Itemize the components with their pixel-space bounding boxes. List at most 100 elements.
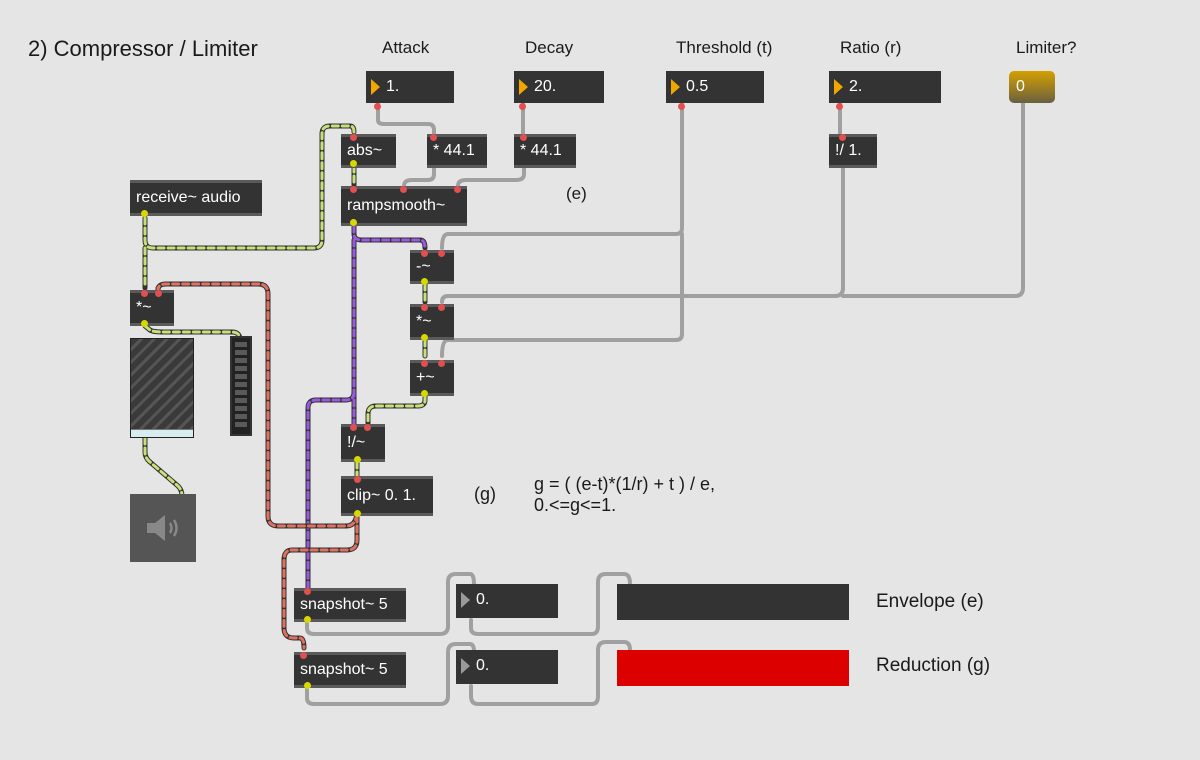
reduction-bar-fill: [617, 650, 849, 686]
times-outlet[interactable]: [421, 334, 428, 341]
decay-number[interactable]: 20.: [514, 71, 604, 103]
gain-marker: (g): [474, 484, 496, 504]
times-signal-inlet-right[interactable]: [155, 290, 162, 297]
patch-title: 2) Compressor / Limiter: [28, 36, 258, 61]
abs-inlet[interactable]: [350, 134, 357, 141]
rdiv-ratio-object[interactable]: !/ 1.: [829, 134, 877, 168]
minus-inlet-left[interactable]: [421, 250, 428, 257]
envelope-value: 0.: [476, 591, 490, 608]
decay-label: Decay: [525, 38, 574, 57]
rdiv-signal-label: !/~: [347, 434, 366, 451]
rdiv-outlet[interactable]: [354, 456, 361, 463]
dac-object[interactable]: [130, 494, 196, 562]
attack-value: 1.: [386, 78, 400, 95]
clip-object[interactable]: clip~ 0. 1.: [341, 476, 433, 516]
rdiv-inlet-left[interactable]: [350, 424, 357, 431]
limiter-label: Limiter?: [1016, 38, 1077, 57]
times-signal-outlet[interactable]: [141, 320, 148, 327]
limiter-toggle[interactable]: 0: [1009, 71, 1055, 103]
plus-label: +~: [416, 369, 435, 386]
decay-value: 20.: [534, 78, 557, 95]
formula-line-1: g = ( (e-t)*(1/r) + t ) / e,: [534, 474, 716, 494]
level-meter: [230, 336, 252, 436]
snapshot-reduction-outlet[interactable]: [304, 682, 311, 689]
snapshot-envelope-outlet[interactable]: [304, 616, 311, 623]
formula-line-2: 0.<=g<=1.: [534, 495, 617, 515]
clip-inlet[interactable]: [354, 476, 361, 483]
snapshot-reduction-label: snapshot~ 5: [300, 661, 388, 678]
abs-outlet[interactable]: [350, 160, 357, 167]
attack-number[interactable]: 1.: [366, 71, 454, 103]
ratio-label: Ratio (r): [840, 38, 902, 57]
minus-object[interactable]: -~: [410, 250, 454, 284]
rampsmooth-object[interactable]: rampsmooth~: [341, 186, 467, 226]
envelope-bar[interactable]: [617, 584, 849, 620]
plus-inlet-right[interactable]: [438, 360, 445, 367]
rdiv-ratio-label: !/ 1.: [835, 142, 862, 159]
plus-outlet[interactable]: [421, 390, 428, 397]
minus-inlet-right[interactable]: [438, 250, 445, 257]
triangle-icon: [671, 79, 680, 95]
attack-outlet[interactable]: [374, 103, 381, 110]
times-signal-inlet-left[interactable]: [141, 290, 148, 297]
ratio-outlet[interactable]: [836, 103, 843, 110]
receive-label: receive~ audio: [136, 189, 241, 206]
mul-attack-inlet[interactable]: [430, 134, 437, 141]
envelope-label: Envelope (e): [876, 591, 984, 612]
threshold-number[interactable]: 0.5: [666, 71, 764, 103]
envelope-number[interactable]: 0.: [456, 584, 558, 618]
mul-decay-inlet[interactable]: [520, 134, 527, 141]
rdiv-ratio-inlet[interactable]: [839, 134, 846, 141]
times-label: *~: [416, 313, 432, 330]
reduction-value: 0.: [476, 657, 490, 674]
clip-outlet[interactable]: [354, 510, 361, 517]
ratio-value: 2.: [849, 78, 863, 95]
control-cords: [305, 101, 1025, 706]
ratio-number[interactable]: 2.: [829, 71, 941, 103]
threshold-label: Threshold (t): [676, 38, 773, 57]
rampsmooth-label: rampsmooth~: [347, 197, 446, 214]
snapshot-reduction-inlet[interactable]: [300, 652, 307, 659]
rdiv-inlet-right[interactable]: [364, 424, 371, 431]
triangle-icon: [519, 79, 528, 95]
decay-outlet[interactable]: [519, 103, 526, 110]
snapshot-envelope-inlet[interactable]: [304, 588, 311, 595]
receive-outlet[interactable]: [141, 210, 148, 217]
mul-attack-label: * 44.1: [433, 142, 475, 159]
triangle-icon: [461, 658, 470, 674]
times-signal-label: *~: [136, 299, 152, 316]
gain-slider[interactable]: [130, 338, 194, 438]
speaker-icon: [147, 515, 178, 541]
times-object[interactable]: *~: [410, 304, 454, 340]
rampsmooth-inlet-right[interactable]: [454, 186, 461, 193]
snapshot-envelope-object[interactable]: snapshot~ 5: [294, 588, 406, 622]
rampsmooth-inlet-left[interactable]: [350, 186, 357, 193]
triangle-icon: [834, 79, 843, 95]
plus-object[interactable]: +~: [410, 360, 454, 396]
times-inlet-right[interactable]: [438, 304, 445, 311]
receive-object[interactable]: receive~ audio: [130, 180, 262, 216]
reduction-number[interactable]: 0.: [456, 650, 558, 684]
rampsmooth-inlet-mid[interactable]: [400, 186, 407, 193]
triangle-icon: [371, 79, 380, 95]
slider-knob[interactable]: [131, 429, 193, 437]
reduction-bar[interactable]: [617, 650, 849, 686]
minus-outlet[interactable]: [421, 278, 428, 285]
snapshot-reduction-object[interactable]: snapshot~ 5: [294, 652, 406, 688]
reduction-label: Reduction (g): [876, 655, 991, 676]
rampsmooth-outlet[interactable]: [350, 219, 357, 226]
plus-inlet-left[interactable]: [421, 360, 428, 367]
times-inlet-left[interactable]: [421, 304, 428, 311]
times-signal-object[interactable]: *~: [130, 290, 174, 326]
mul-decay-label: * 44.1: [520, 142, 562, 159]
mul-attack-object[interactable]: * 44.1: [427, 134, 487, 168]
attack-label: Attack: [382, 38, 430, 57]
threshold-value: 0.5: [686, 78, 709, 95]
threshold-outlet[interactable]: [678, 103, 685, 110]
rdiv-signal-object[interactable]: !/~: [341, 424, 385, 462]
clip-label: clip~ 0. 1.: [347, 487, 416, 504]
triangle-icon: [461, 592, 470, 608]
snapshot-envelope-label: snapshot~ 5: [300, 596, 388, 613]
mul-decay-object[interactable]: * 44.1: [514, 134, 576, 168]
